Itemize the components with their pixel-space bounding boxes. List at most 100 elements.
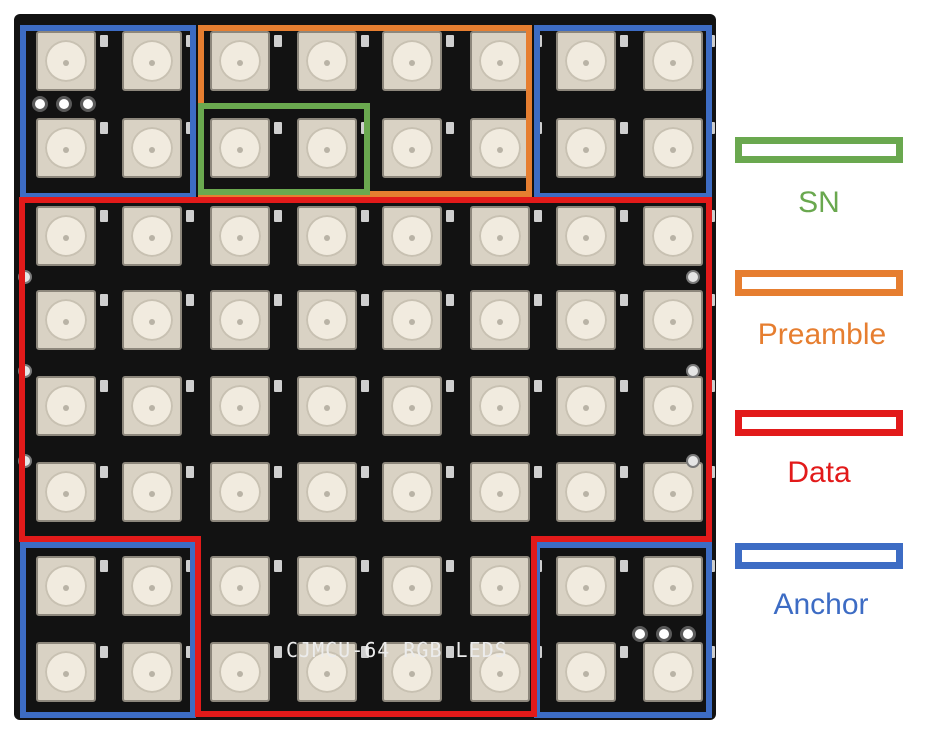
led-r2-c7 — [556, 118, 616, 178]
led-r7-c7 — [556, 556, 616, 616]
capacitor — [274, 35, 282, 47]
led-r8-c7 — [556, 642, 616, 702]
capacitor — [534, 380, 542, 392]
capacitor — [361, 466, 369, 478]
capacitor — [446, 122, 454, 134]
led-r7-c6 — [470, 556, 530, 616]
capacitor — [446, 466, 454, 478]
capacitor — [620, 646, 628, 658]
capacitor — [446, 560, 454, 572]
led-r4-c5 — [382, 290, 442, 350]
led-r3-c3 — [210, 206, 270, 266]
led-r6-c6 — [470, 462, 530, 522]
led-r1-c7 — [556, 31, 616, 91]
led-r1-c4 — [297, 31, 357, 91]
mounting-hole — [686, 454, 700, 468]
led-r8-c3 — [210, 642, 270, 702]
led-r2-c8 — [643, 118, 703, 178]
led-r4-c7 — [556, 290, 616, 350]
led-r4-c4 — [297, 290, 357, 350]
capacitor — [274, 294, 282, 306]
led-r5-c2 — [122, 376, 182, 436]
led-r8-c5 — [382, 642, 442, 702]
capacitor — [620, 466, 628, 478]
capacitor — [620, 294, 628, 306]
led-r5-c1 — [36, 376, 96, 436]
legend-swatch-sn — [735, 137, 903, 163]
led-r3-c7 — [556, 206, 616, 266]
led-r6-c1 — [36, 462, 96, 522]
led-r6-c7 — [556, 462, 616, 522]
led-r8-c6 — [470, 642, 530, 702]
led-r3-c2 — [122, 206, 182, 266]
led-r8-c4 — [297, 642, 357, 702]
capacitor — [446, 35, 454, 47]
led-r2-c1 — [36, 118, 96, 178]
legend-label-data: Data — [787, 456, 851, 489]
led-r8-c2 — [122, 642, 182, 702]
legend-swatch-data — [735, 410, 903, 436]
led-r5-c3 — [210, 376, 270, 436]
led-r8-c8 — [643, 642, 703, 702]
capacitor — [361, 210, 369, 222]
led-r1-c2 — [122, 31, 182, 91]
led-r6-c8 — [643, 462, 703, 522]
capacitor — [274, 380, 282, 392]
led-r7-c5 — [382, 556, 442, 616]
capacitor — [361, 560, 369, 572]
led-r4-c6 — [470, 290, 530, 350]
capacitor — [361, 646, 369, 658]
capacitor — [534, 466, 542, 478]
solder-pad — [632, 626, 648, 642]
led-r7-c2 — [122, 556, 182, 616]
sn-region — [198, 103, 370, 195]
led-r6-c2 — [122, 462, 182, 522]
capacitor — [100, 380, 108, 392]
capacitor — [274, 466, 282, 478]
capacitor — [274, 122, 282, 134]
led-r1-c6 — [470, 31, 530, 91]
board-silkscreen-label: CJMCU-64 RGB LEDS — [286, 638, 508, 662]
data-region-outline — [19, 197, 712, 717]
solder-pad — [680, 626, 696, 642]
capacitor — [186, 294, 194, 306]
led-r3-c8 — [643, 206, 703, 266]
led-r6-c3 — [210, 462, 270, 522]
capacitor — [446, 380, 454, 392]
solder-pad — [80, 96, 96, 112]
led-r4-c1 — [36, 290, 96, 350]
led-r7-c3 — [210, 556, 270, 616]
capacitor — [274, 210, 282, 222]
capacitor — [100, 560, 108, 572]
capacitor — [100, 294, 108, 306]
led-r3-c4 — [297, 206, 357, 266]
led-r3-c1 — [36, 206, 96, 266]
capacitor — [100, 466, 108, 478]
led-r2-c3 — [210, 118, 270, 178]
capacitor — [620, 122, 628, 134]
led-r2-c2 — [122, 118, 182, 178]
led-r4-c3 — [210, 290, 270, 350]
solder-pad — [656, 626, 672, 642]
led-r4-c2 — [122, 290, 182, 350]
led-r5-c8 — [643, 376, 703, 436]
legend-label-preamble: Preamble — [757, 318, 887, 351]
led-r1-c5 — [382, 31, 442, 91]
led-r4-c8 — [643, 290, 703, 350]
led-r1-c1 — [36, 31, 96, 91]
capacitor — [274, 646, 282, 658]
capacitor — [446, 294, 454, 306]
led-r1-c3 — [210, 31, 270, 91]
led-r2-c4 — [297, 118, 357, 178]
capacitor — [620, 560, 628, 572]
led-r1-c8 — [643, 31, 703, 91]
solder-pad — [32, 96, 48, 112]
legend-label-anchor: Anchor — [773, 588, 869, 621]
led-r2-c6 — [470, 118, 530, 178]
capacitor — [534, 210, 542, 222]
led-r6-c4 — [297, 462, 357, 522]
led-r8-c1 — [36, 642, 96, 702]
capacitor — [100, 646, 108, 658]
capacitor — [186, 380, 194, 392]
